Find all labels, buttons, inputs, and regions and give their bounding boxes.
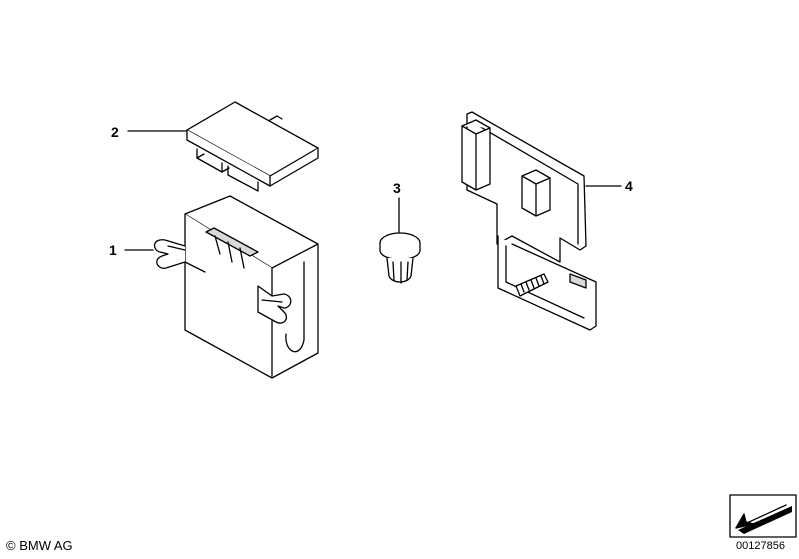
- callout-1: 1: [109, 242, 117, 258]
- callout-4: 4: [625, 178, 633, 194]
- cover-lid-part: [186, 101, 319, 192]
- callout-2: 2: [111, 124, 119, 140]
- box-bracket-part: [153, 195, 319, 379]
- callout-3: 3: [393, 180, 401, 196]
- diagram-id: 00127856: [736, 540, 785, 552]
- mounting-bracket-part: [461, 111, 597, 331]
- direction-arrow-icon: [729, 494, 797, 538]
- copyright-text: © BMW AG: [6, 538, 73, 553]
- plastic-clip-part: [379, 232, 421, 284]
